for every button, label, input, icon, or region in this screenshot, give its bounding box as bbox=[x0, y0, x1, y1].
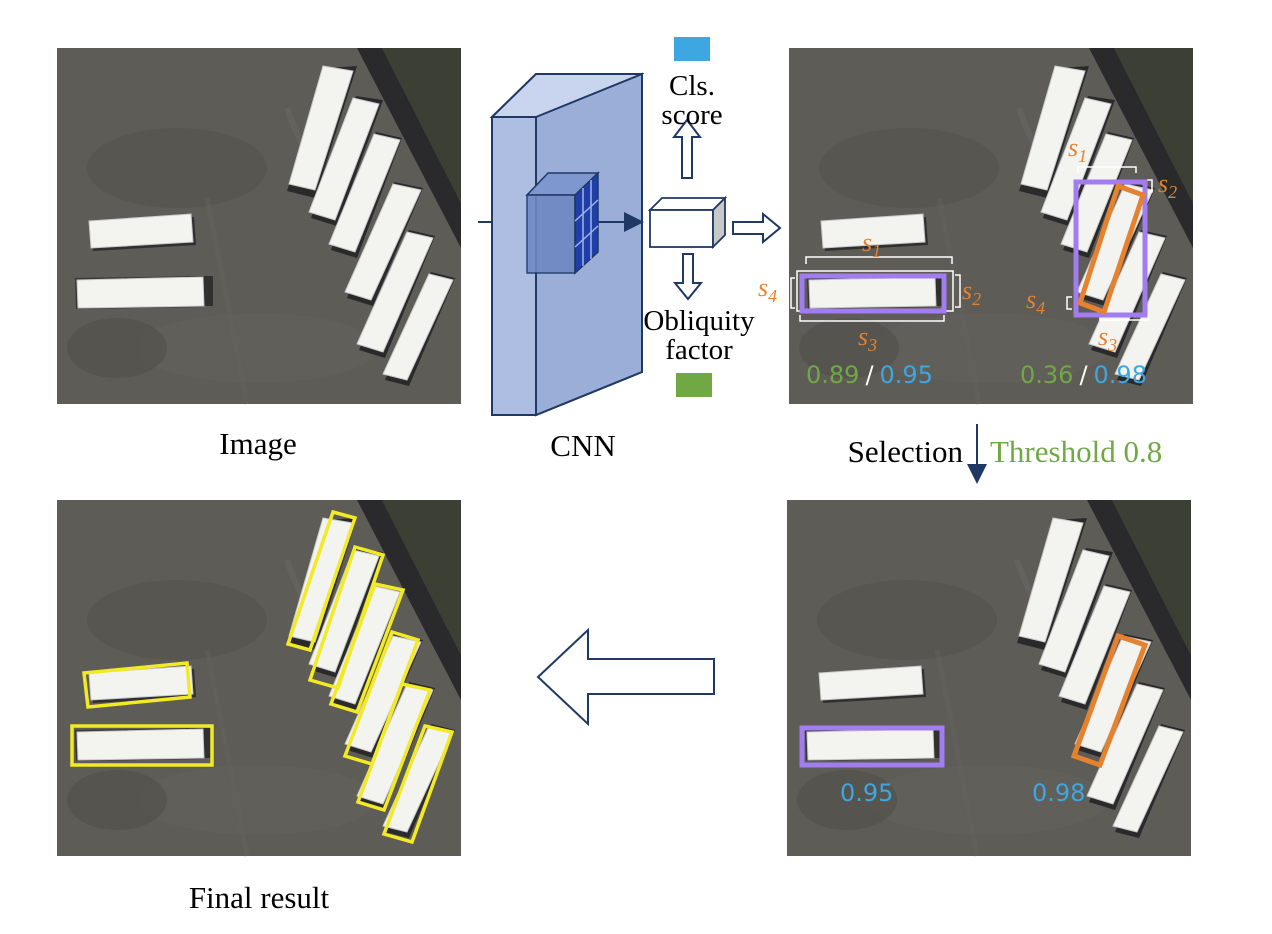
feature-box bbox=[647, 195, 728, 250]
image-caption: Image bbox=[219, 426, 296, 461]
left-scores: 0.89/0.95 bbox=[806, 361, 933, 389]
cnn-block bbox=[478, 72, 645, 417]
kernel-cube bbox=[525, 171, 600, 275]
left-s2: s2 bbox=[962, 276, 981, 309]
selection-label: Selection bbox=[848, 434, 964, 469]
right-s1: s1 bbox=[1068, 133, 1087, 166]
candidate-right bbox=[1066, 166, 1153, 321]
left-s3: s3 bbox=[858, 322, 877, 355]
candidate-left bbox=[790, 256, 961, 322]
obliquity-swatch bbox=[676, 373, 712, 397]
to-final-arrow bbox=[536, 627, 715, 727]
obliquity-label-2: factor bbox=[665, 334, 733, 366]
cls-score-label-2: score bbox=[661, 99, 722, 131]
left-s1: s1 bbox=[862, 228, 881, 261]
left-s4: s4 bbox=[758, 273, 777, 306]
cnn-caption: CNN bbox=[550, 428, 615, 463]
threshold-label: Threshold 0.8 bbox=[990, 434, 1162, 469]
cls-score-label-1: Cls. bbox=[669, 70, 715, 102]
selected-left-box bbox=[799, 725, 945, 768]
selected-right-score: 0.98 bbox=[1032, 779, 1085, 807]
cls-score-swatch bbox=[674, 37, 710, 61]
right-s3: s3 bbox=[1098, 322, 1117, 355]
right-s4: s4 bbox=[1026, 285, 1045, 318]
selected-left-score: 0.95 bbox=[840, 779, 893, 807]
selected-right-box bbox=[1070, 632, 1149, 769]
obliquity-label-1: Obliquity bbox=[643, 305, 755, 337]
input-image-panel bbox=[57, 48, 461, 404]
final-result-caption: Final result bbox=[189, 880, 330, 915]
final-boxes bbox=[70, 509, 455, 845]
cls-arrow bbox=[671, 118, 703, 179]
to-detections-arrow bbox=[732, 211, 782, 245]
final-panel bbox=[57, 500, 461, 856]
obliquity-arrow bbox=[672, 253, 704, 301]
right-scores: 0.36/0.98 bbox=[1020, 361, 1147, 389]
right-s2: s2 bbox=[1158, 169, 1177, 202]
